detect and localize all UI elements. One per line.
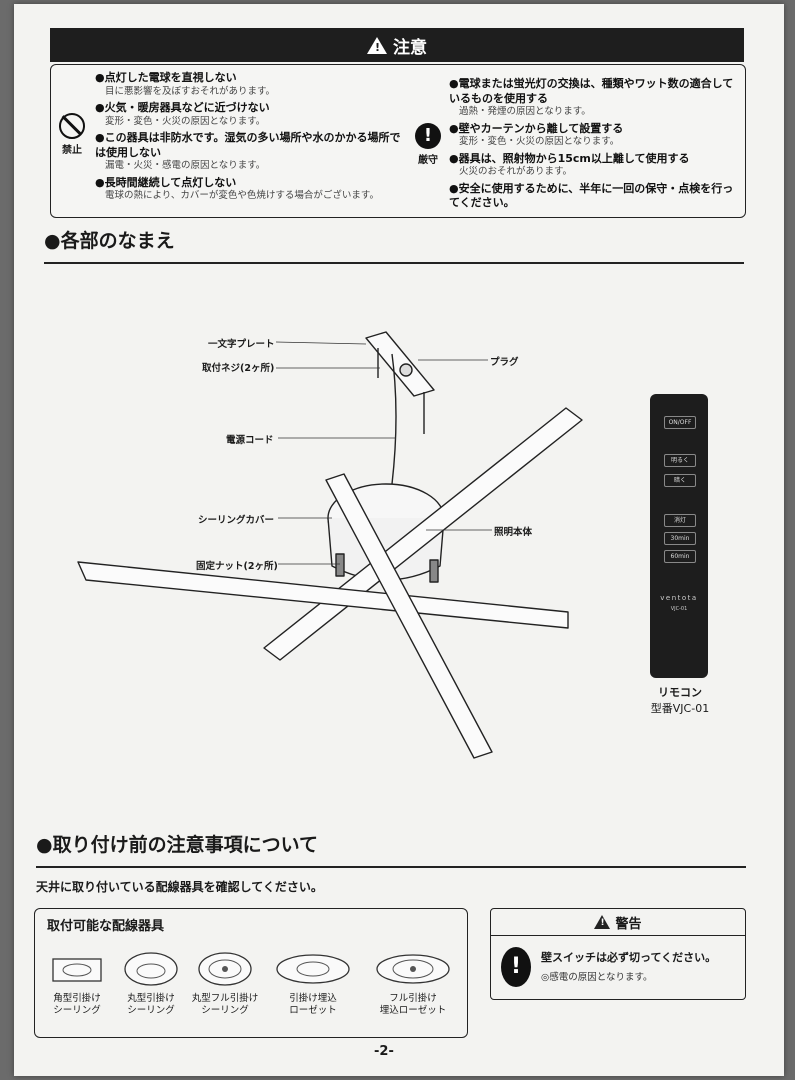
fixture-label-2: 埋込ローゼット <box>379 1005 447 1017</box>
remote-button: 30min <box>664 532 696 545</box>
fixture-label-1: 丸型フル引掛け <box>191 993 259 1004</box>
fixture-item: 丸型フル引掛け シーリング <box>185 949 265 1018</box>
caution-item-head: ●点灯した電球を直視しない <box>95 71 237 84</box>
remote-control-image: ON/OFF 明るく 暗く 消灯 30min 60min ventota VJC… <box>650 394 708 678</box>
prohibit-label: 禁止 <box>62 145 82 156</box>
caution-item-sub: 過熱・発煙の原因となります。 <box>459 106 591 118</box>
label-body: 照明本体 <box>494 527 533 538</box>
remote-button: 明るく <box>664 454 696 467</box>
light-fixture-diagram <box>77 331 583 759</box>
fixture-label-1: 丸型引掛け <box>127 993 175 1004</box>
warning-note: ◎感電の原因となります。 <box>541 972 653 983</box>
caution-item-sub: 火災のおそれがあります。 <box>459 166 573 178</box>
label-plug: プラグ <box>490 357 519 368</box>
caution-item-sub: 変形・変色・火災の原因となります。 <box>459 136 620 148</box>
before-divider <box>36 866 746 868</box>
warning-header: ! 警告 <box>491 909 745 936</box>
embedded-rosette-icon <box>276 954 350 984</box>
caution-left-column: ●点灯した電球を直視しない 目に悪影響を及ぼすおそれがあります。 ●火気・暖房器… <box>95 71 403 206</box>
caution-item-head: ●壁やカーテンから離して設置する <box>449 121 624 135</box>
fixture-label-2: シーリング <box>127 1005 175 1017</box>
fixtures-box: 取付可能な配線器具 角型引掛け シーリング 丸型引掛け シーリング 丸型フル引 <box>34 908 468 1038</box>
label-screw: 取付ネジ(2ヶ所) <box>202 363 275 374</box>
fixture-label-1: 角型引掛け <box>53 993 101 1004</box>
remote-button: 60min <box>664 550 696 563</box>
round-full-ceiling-icon <box>198 952 252 986</box>
fixture-item: 角型引掛け シーリング <box>37 949 117 1018</box>
manual-page: ! 注意 禁止 ●点灯した電球を直視しない 目に悪影響を及ぼすおそれがあります。… <box>14 4 784 1076</box>
caution-item-head: ●長時間継続して点灯しない <box>95 175 237 189</box>
caution-item-head: ●器具は、照射物から15cm以上離して使用する <box>449 151 690 165</box>
fixture-label-2: シーリング <box>53 1005 101 1017</box>
fixture-label-1: 引掛け埋込 <box>289 993 337 1004</box>
label-plate: 一文字プレート <box>208 339 275 350</box>
caution-box: 禁止 ●点灯した電球を直視しない 目に悪影響を及ぼすおそれがあります。 ●火気・… <box>50 64 746 218</box>
warning-title: 警告 <box>615 916 642 932</box>
round-ceiling-icon <box>124 952 178 986</box>
remote-button: ON/OFF <box>664 416 696 429</box>
parts-section-title: ●各部のなまえ <box>44 230 175 252</box>
fixture-label-2: シーリング <box>201 1005 249 1017</box>
fixture-label-1: フル引掛け <box>389 993 437 1004</box>
prohibit-badge: 禁止 <box>57 113 87 156</box>
prohibit-icon <box>59 113 85 139</box>
fixture-label-2: ローゼット <box>289 1005 337 1017</box>
must-label: 厳守 <box>418 155 438 166</box>
caution-title: 注意 <box>393 37 427 58</box>
fixture-item: 丸型引掛け シーリング <box>111 949 191 1018</box>
exclamation-icon: ! <box>501 947 531 987</box>
remote-brand: ventota <box>660 594 698 602</box>
warning-triangle-icon: ! <box>367 36 387 54</box>
remote-button: 暗く <box>664 474 696 487</box>
fixtures-title: 取付可能な配線器具 <box>47 919 165 934</box>
fixture-item: 引掛け埋込 ローゼット <box>273 949 353 1018</box>
fixture-item: フル引掛け 埋込ローゼット <box>373 949 453 1018</box>
square-ceiling-icon <box>52 958 102 982</box>
must-badge: ! 厳守 <box>413 123 443 166</box>
caution-item-sub: 電球の熱により、カバーが変色や色焼けする場合がございます。 <box>105 190 379 202</box>
caution-item-head: ●電球または蛍光灯の交換は、種類やワット数の適合しているものを使用する <box>449 77 734 105</box>
remote-model: 型番VJC-01 <box>650 702 710 715</box>
caution-banner: ! 注意 <box>50 28 744 62</box>
parts-divider <box>44 262 744 264</box>
caution-item-sub: 変形・変色・火災の原因となります。 <box>105 115 266 127</box>
warning-triangle-icon: ! <box>594 915 611 929</box>
page-number: -2- <box>374 1044 394 1059</box>
warning-message: 壁スイッチは必ず切ってください。 <box>541 951 717 964</box>
before-section-title: ●取り付け前の注意事項について <box>36 834 319 856</box>
caution-item-head: ●火気・暖房器具などに近づけない <box>95 101 270 115</box>
exclamation-icon: ! <box>415 123 441 149</box>
caution-item-sub: 漏電・火災・感電の原因となります。 <box>105 160 266 172</box>
label-cover: シーリングカバー <box>198 515 275 526</box>
caution-right-column: ●電球または蛍光灯の交換は、種類やワット数の適合しているものを使用する 過熱・発… <box>449 77 739 211</box>
label-cord: 電源コード <box>226 435 274 446</box>
caution-item-sub: 目に悪影響を及ぼすおそれがあります。 <box>105 85 276 97</box>
remote-caption: リモコン <box>658 686 702 699</box>
remote-button: 消灯 <box>664 514 696 527</box>
warning-box: ! 警告 ! 壁スイッチは必ず切ってください。 ◎感電の原因となります。 <box>490 908 746 1000</box>
before-instruction: 天井に取り付いている配線器具を確認してください。 <box>36 880 323 894</box>
caution-item-head: ●この器具は非防水です。湿気の多い場所や水のかかる場所では使用しない <box>95 131 401 159</box>
caution-item-head: ●安全に使用するために、半年に一回の保守・点検を行ってください。 <box>449 181 734 210</box>
full-embedded-rosette-icon <box>376 954 450 984</box>
remote-model-small: VJC-01 <box>670 606 688 612</box>
label-nut: 固定ナット(2ヶ所) <box>196 561 278 572</box>
